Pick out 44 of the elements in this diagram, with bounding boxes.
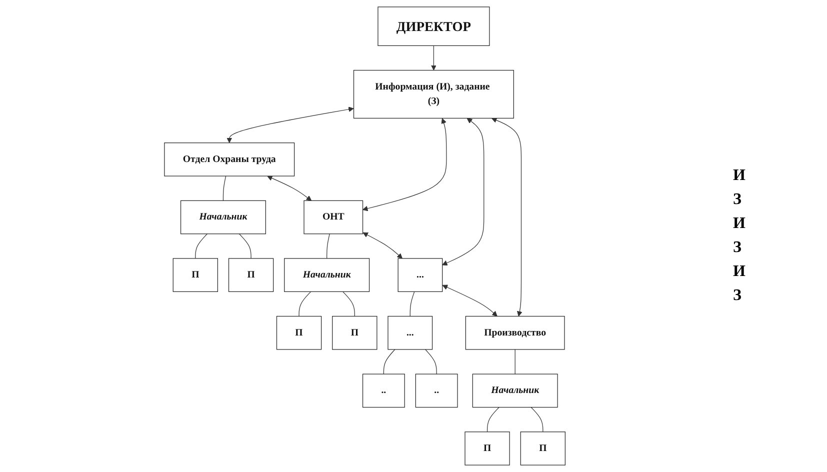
node-box: П (276, 316, 322, 350)
connector (342, 291, 355, 317)
node-box: .. (362, 374, 405, 408)
node-box: П (332, 316, 377, 350)
connector (424, 349, 437, 374)
node-box: П (464, 432, 510, 466)
node-box: Отдел Охраны труда (164, 142, 294, 176)
node-box: Начальник (180, 200, 266, 234)
connector (514, 349, 516, 374)
node-box: ДИРЕКТОР (377, 6, 490, 46)
arrow (491, 118, 522, 316)
arrow (226, 106, 354, 144)
node-box: Начальник (284, 258, 370, 292)
node-box: .. (415, 374, 458, 408)
arrow (430, 45, 436, 70)
connector (194, 234, 208, 259)
node-box: П (172, 258, 218, 292)
connector (238, 234, 252, 259)
flow-label: З (733, 239, 742, 257)
arrow (362, 118, 446, 212)
node-box: ... (397, 258, 442, 292)
node-box: Начальник (472, 374, 558, 408)
arrow (266, 176, 312, 201)
connector (410, 291, 414, 317)
arrow (442, 118, 484, 266)
node-box: ... (387, 316, 432, 350)
node-box: П (520, 432, 566, 466)
flow-label: И (733, 215, 746, 233)
node-box: ОНТ (303, 200, 363, 234)
connector (530, 406, 543, 432)
node-box: П (228, 258, 274, 292)
arrow (362, 232, 402, 259)
connector (298, 291, 311, 317)
node-box: Производство (465, 316, 564, 350)
connector (383, 349, 395, 374)
connector (326, 234, 330, 259)
connector (486, 406, 500, 432)
flow-label: И (733, 167, 746, 185)
connector (222, 176, 226, 201)
arrow (442, 284, 498, 316)
flow-label: И (733, 263, 746, 281)
flow-label: З (733, 287, 742, 305)
node-box: Информация (И), задание (З) (353, 70, 514, 119)
flow-label: З (733, 191, 742, 209)
